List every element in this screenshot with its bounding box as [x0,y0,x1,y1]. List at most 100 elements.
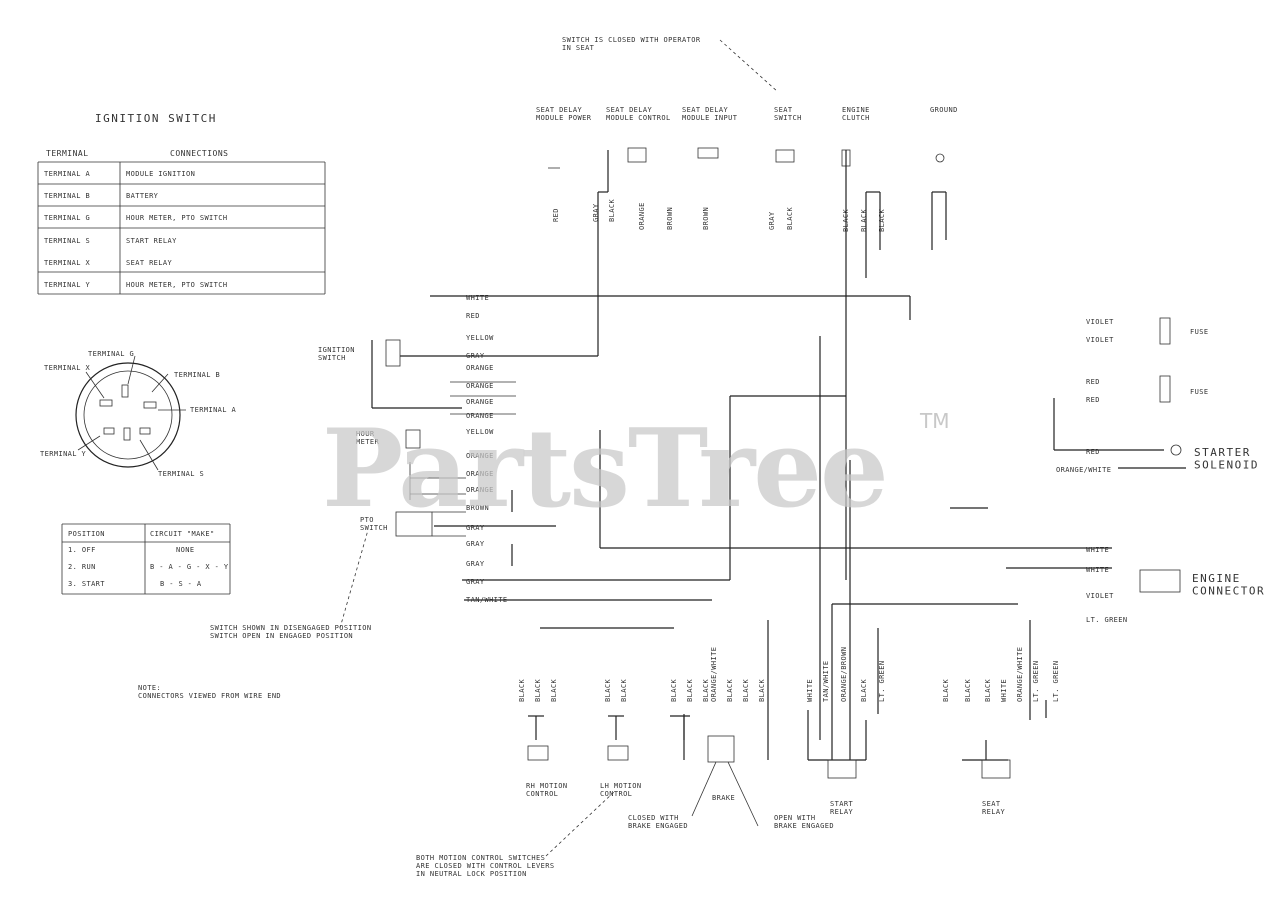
circuit-row: B - S - A [160,580,202,588]
wire-label: ORANGE [466,382,494,390]
table-row-connection: MODULE IGNITION [126,170,195,178]
terminal-s-label: TERMINAL S [158,470,204,478]
wire-label: WHITE [466,294,489,302]
seat-delay-input-connector [697,147,719,159]
terminal-x-label: TERMINAL X [44,364,91,372]
position-row: 3. START [68,580,105,588]
connections-column-header: CONNECTIONS [170,149,228,158]
circuit-row: B - A - G - X - Y [150,563,229,571]
wire-label: BLACK [964,679,972,702]
wire-label: ORANGE/BROWN [840,647,848,702]
table-row-connection: START RELAY [126,237,177,245]
wire-label: BLACK [758,679,766,702]
table-row-connection: BATTERY [126,192,159,200]
ignition-switch-connector [385,339,401,367]
wire-label: TAN/WHITE [822,660,830,702]
ignition-table-title: IGNITION SWITCH [95,112,217,125]
watermark: PartsTree TM [322,406,949,532]
wire-label: LT. GREEN [1086,616,1128,624]
wire-label: LT. GREEN [1032,660,1040,702]
wire-label: BLACK [604,679,612,702]
wire-label: GRAY [466,352,485,360]
rh-motion-switch [527,745,549,761]
wire-label: ORANGE/WHITE [1056,466,1111,474]
terminal-g-label: TERMINAL G [88,350,134,358]
brake-switch [707,735,735,763]
wire-label: ORANGE/WHITE [1016,647,1024,702]
table-row-terminal: TERMINAL A [44,170,91,178]
wire-label: VIOLET [1086,318,1114,326]
fuses: VIOLET VIOLET FUSE RED RED FUSE [1086,317,1208,404]
terminal-column-header: TERMINAL [46,149,89,158]
starter-solenoid-terminal [1170,444,1182,456]
circuit-column-header: CIRCUIT "MAKE" [150,530,215,538]
connector-note: NOTE:CONNECTORS VIEWED FROM WIRE END [138,684,281,700]
wire-label: RED [1086,396,1100,404]
wire-label: ORANGE/WHITE [710,647,718,702]
table-row-terminal: TERMINAL X [44,259,91,267]
wire-label: BLACK [620,679,628,702]
position-table: POSITION CIRCUIT "MAKE" 1. OFF NONE 2. R… [61,523,231,595]
wire-label: BLACK [860,679,868,702]
wire-label: BROWN [702,207,710,230]
wire-label: WHITE [1086,566,1109,574]
wire-label: YELLOW [466,428,494,436]
wire-label: YELLOW [466,334,494,342]
engine-connector-body [1139,569,1181,593]
watermark-tm: TM [919,409,949,433]
wire-label: ORANGE [638,202,646,230]
wire-label: GRAY [466,524,485,532]
wire-label: BLACK [726,679,734,702]
wire-label: TAN/WHITE [466,596,508,604]
ignition-switch-body [75,362,181,468]
seat-delay-control-connector [627,147,647,163]
ground-label: GROUND [930,106,958,114]
wire-label: BLACK [608,199,616,222]
wire-label: GRAY [466,560,485,568]
seat-relay-body [981,759,1011,779]
watermark-logo-text: PartsTree [322,406,887,532]
lh-motion-switch [607,745,629,761]
start-relay-body [827,759,857,779]
fuse-upper-body [1159,317,1171,345]
brake-label: BRAKE [712,794,735,802]
fuse-lower-body [1159,375,1171,403]
wire-label: ORANGE [466,412,494,420]
wire-label: RED [552,208,560,222]
wire-label: LT. GREEN [1052,660,1060,702]
wire-label: WHITE [806,679,814,702]
wire-label: LT. GREEN [878,660,886,702]
wire-label: BLACK [860,209,868,232]
wire-label: BLACK [786,207,794,230]
wire-label: BLACK [702,679,710,702]
wire-label: ORANGE [466,364,494,372]
wire-label: ORANGE [466,486,494,494]
wire-label: BROWN [666,207,674,230]
wire-label: RED [1086,448,1100,456]
wire-label: ORANGE [466,398,494,406]
table-row-terminal: TERMINAL S [44,237,90,245]
wire-label: GRAY [592,203,600,222]
fuse-lower-label: FUSE [1190,388,1208,396]
wire-label: BLACK [878,209,886,232]
